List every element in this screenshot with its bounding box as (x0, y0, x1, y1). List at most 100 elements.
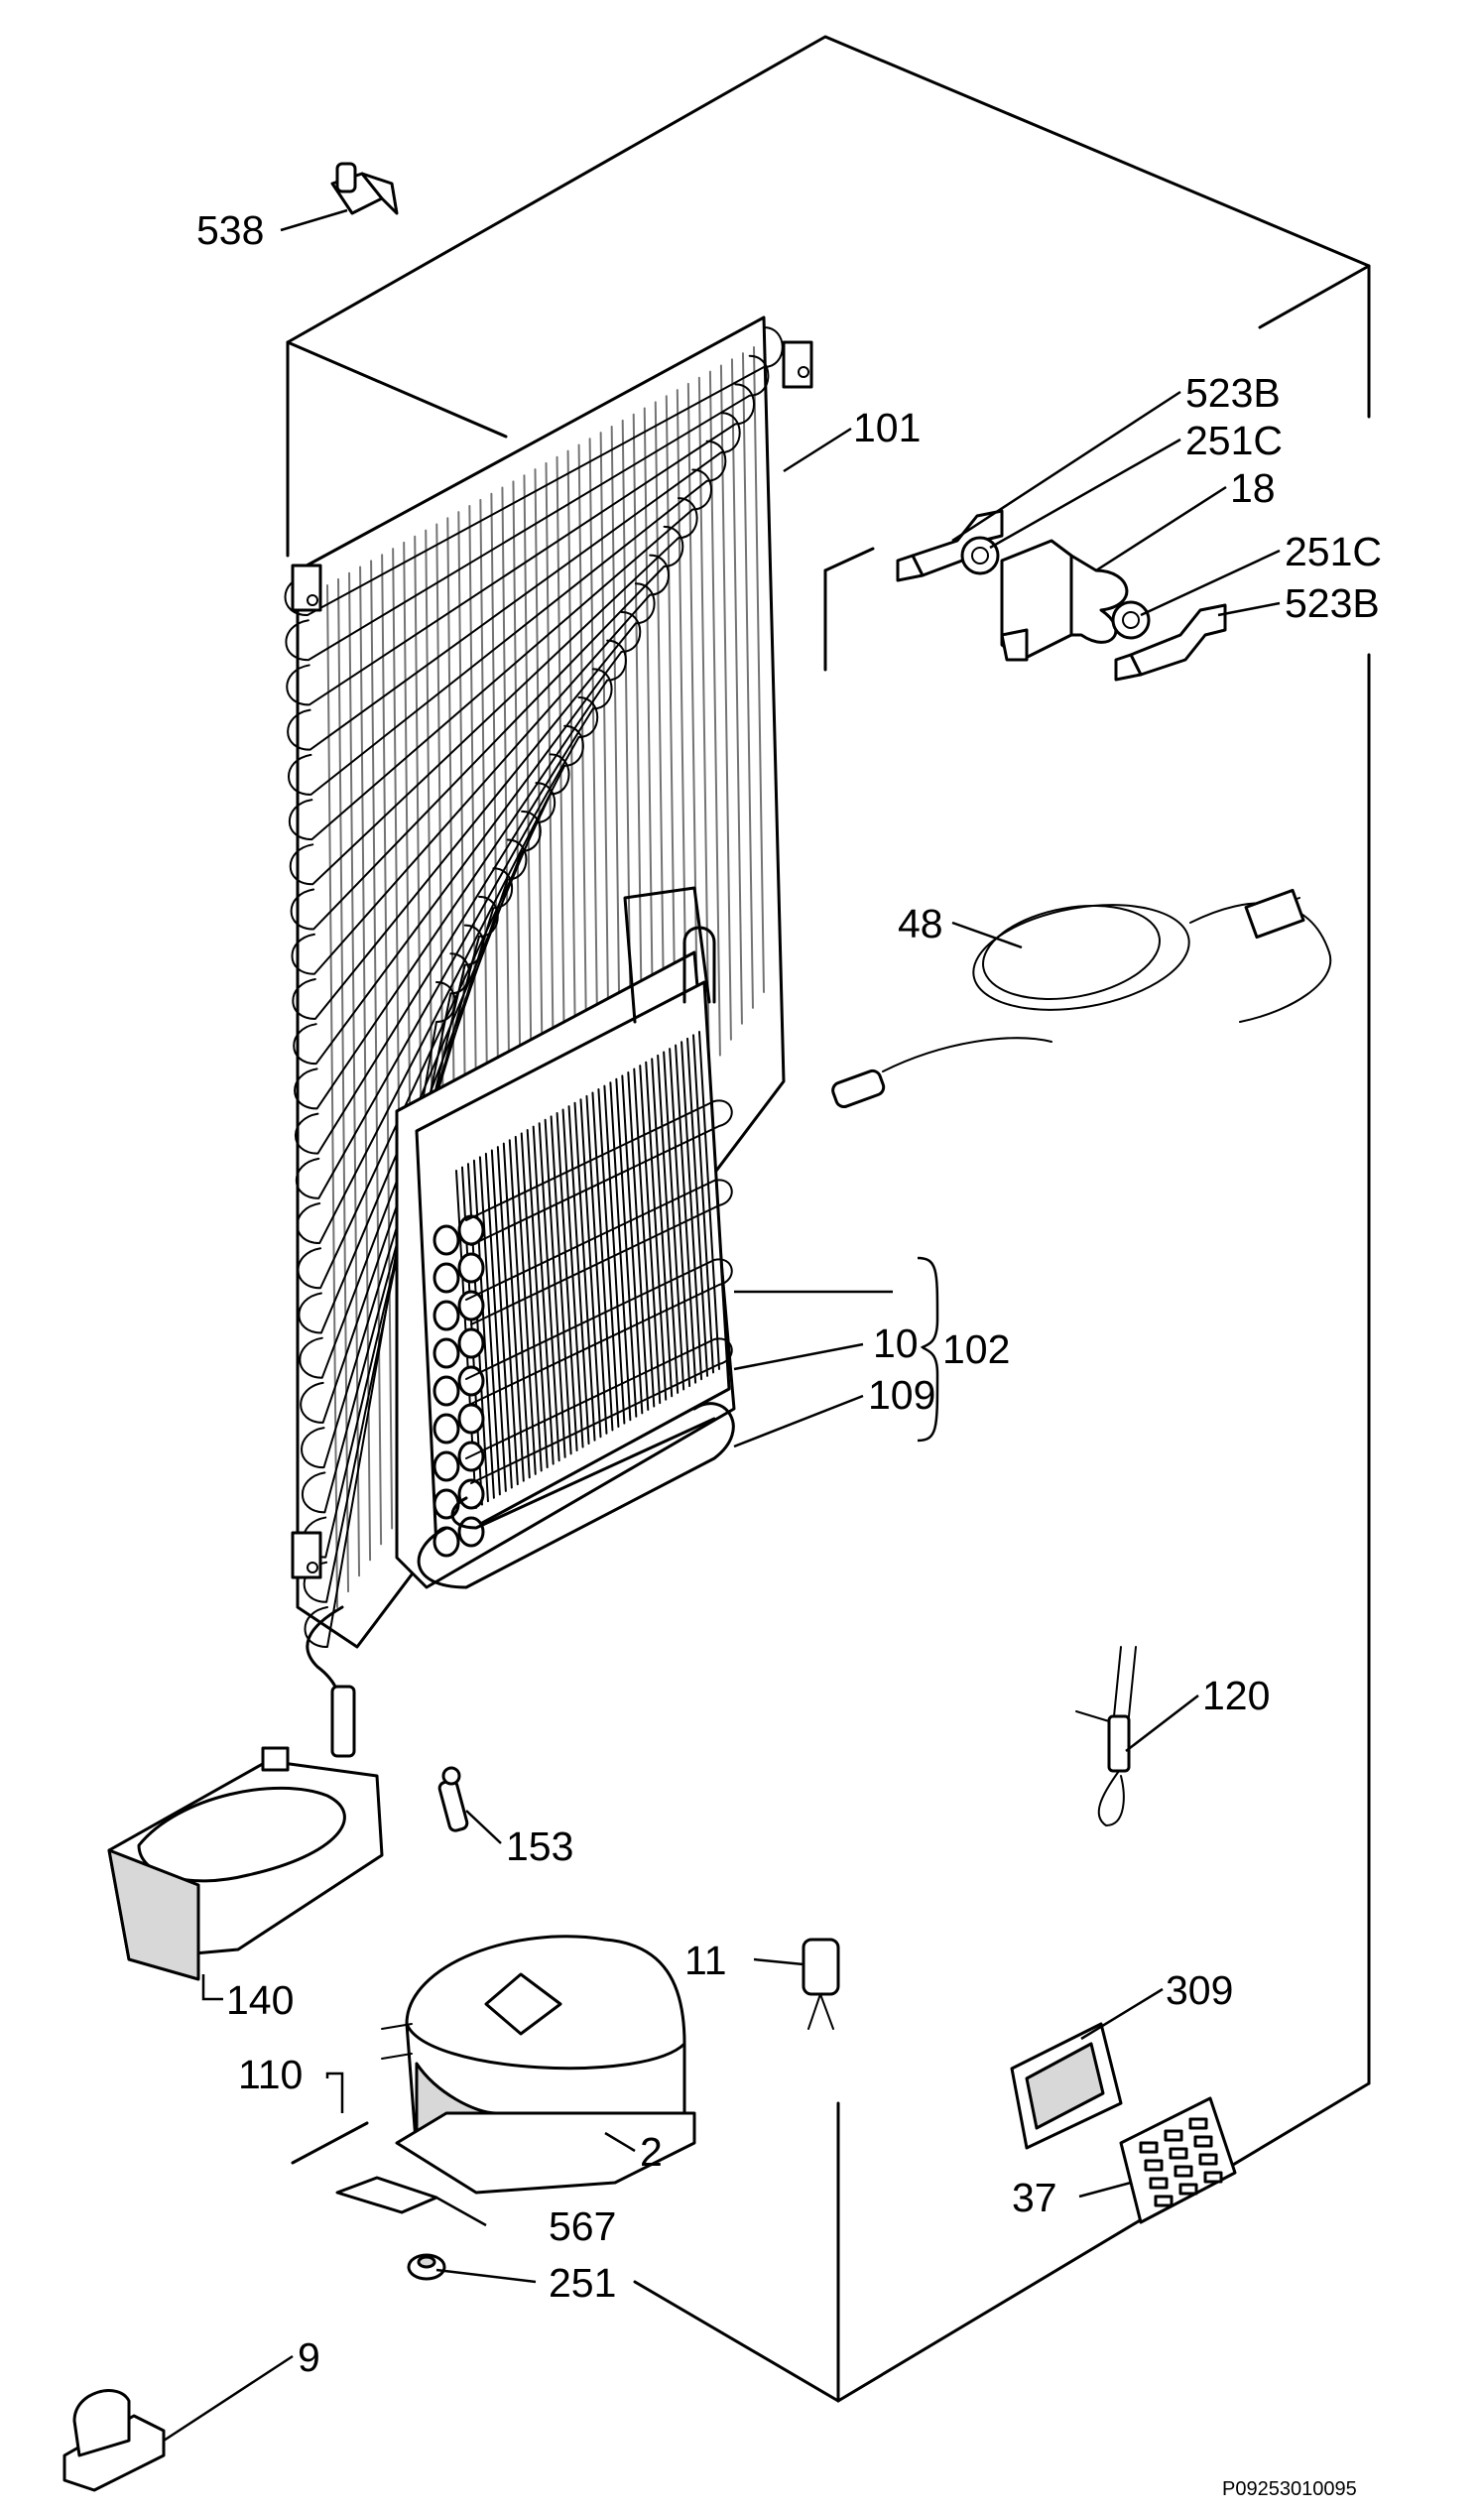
condenser-wire (741, 352, 754, 1009)
condenser-tube-loop (291, 554, 670, 975)
evaporator-coil-end (433, 1488, 460, 1520)
condenser-tube-loop (298, 782, 556, 1334)
label-140: 140 (226, 1977, 294, 2023)
evaporator-coil-end (457, 1516, 485, 1548)
drawing-code: P09253010095 (1222, 2478, 1357, 2500)
part-538-plug (330, 162, 399, 215)
part-110-rod (291, 2121, 369, 2165)
evaporator-fin (609, 1081, 632, 1422)
evaporator-fin (675, 1044, 697, 1384)
evaporator-fin (627, 1070, 650, 1411)
board-slot (1149, 2177, 1169, 2190)
evaporator-fin (550, 1115, 572, 1455)
evaporator-fin (567, 1105, 590, 1445)
condenser-wire (348, 571, 361, 1577)
part-523b-lower-bracket (1114, 603, 1227, 682)
evaporator-tube (465, 1258, 733, 1405)
condenser-wire (753, 346, 765, 993)
label-153: 153 (506, 1823, 573, 1869)
board-slot (1154, 2195, 1174, 2207)
evaporator-fin (508, 1139, 531, 1479)
evaporator-coil-end (433, 1337, 460, 1369)
evaporator-fin (645, 1061, 668, 1401)
board-slot (1174, 2165, 1193, 2178)
condenser-wire (359, 565, 372, 1562)
label-309: 309 (1166, 1967, 1233, 2013)
board-slot (1188, 2117, 1208, 2130)
condenser-tube-loop (286, 383, 756, 706)
evaporator-fin (514, 1135, 537, 1475)
part-48-cable (831, 888, 1332, 1109)
part-251c-lower-gear (1111, 600, 1151, 640)
part-18-fan-motor (1000, 539, 1129, 662)
evaporator-fin (621, 1074, 644, 1415)
label-251: 251 (549, 2260, 616, 2306)
evaporator-coil-end (433, 1224, 460, 1256)
evaporator-coil-end (433, 1300, 460, 1331)
evaporator-fin (544, 1118, 566, 1458)
evaporator-fin (520, 1132, 543, 1472)
label-9: 9 (298, 2334, 320, 2380)
label-18: 18 (1230, 465, 1276, 511)
evaporator-fin (478, 1156, 501, 1496)
condenser-tube-loop (297, 753, 570, 1290)
part-567-plate (335, 2176, 438, 2214)
label-251c-lower: 251C (1285, 529, 1382, 574)
evaporator-tube (465, 1337, 733, 1484)
part-11-connector (802, 1938, 840, 2030)
label-10: 10 (873, 1320, 919, 1366)
part-153-clip (437, 1766, 469, 1832)
evaporator-coil-end (457, 1252, 485, 1284)
evaporator-fin (573, 1101, 596, 1442)
label-109: 109 (868, 1372, 935, 1418)
board-slot (1198, 2153, 1218, 2166)
condenser-tube-loop (289, 497, 698, 886)
evaporator-fin (686, 1037, 709, 1377)
leader-lines (163, 208, 1281, 2443)
evaporator-coil-end (457, 1327, 485, 1359)
part-number-labels: 538 101 523B 251C 18 251C 523B 48 10 102… (196, 207, 1382, 2500)
evaporator-coil-end (457, 1403, 485, 1435)
evaporator-coil-end (457, 1478, 485, 1510)
evaporator-fin (692, 1034, 715, 1374)
board-slot (1169, 2147, 1188, 2160)
evaporator-fin (663, 1051, 685, 1391)
evaporator-fin (639, 1065, 662, 1405)
board-slot (1193, 2135, 1213, 2148)
label-101: 101 (853, 405, 921, 450)
condenser-wire (697, 376, 710, 1072)
label-523b-lower: 523B (1285, 580, 1380, 626)
label-251c-upper: 251C (1185, 418, 1283, 463)
part-120-sensor (1075, 1646, 1137, 1826)
board-slot (1144, 2159, 1164, 2172)
part-2-compressor (381, 1935, 696, 2195)
evaporator-fin (532, 1125, 555, 1465)
label-2: 2 (640, 2129, 663, 2175)
evaporator-fin (526, 1129, 549, 1469)
board-slot (1139, 2141, 1159, 2154)
evaporator-fin (657, 1054, 680, 1394)
evaporator-fin (698, 1031, 720, 1370)
condenser-tube-loop (285, 354, 770, 662)
evaporator-coil-end (457, 1290, 485, 1321)
evaporator-fin (556, 1111, 578, 1451)
evaporator-coil-end (433, 1375, 460, 1407)
evaporator-coil-end (433, 1262, 460, 1294)
condenser-tube-loop (295, 696, 599, 1199)
evaporator-coil-end (457, 1365, 485, 1397)
part-251c-upper-gear (960, 536, 1000, 575)
evaporator-tube (465, 1099, 733, 1246)
part-9-holder (62, 2389, 166, 2492)
label-48: 48 (898, 901, 943, 946)
condenser-wire (730, 358, 743, 1025)
part-140-drip-tray (107, 1746, 384, 1981)
part-37-board (1119, 2096, 1237, 2224)
condenser-wire (370, 560, 383, 1546)
label-110: 110 (238, 2052, 303, 2097)
evaporator-fin (651, 1058, 674, 1398)
board-slot (1203, 2171, 1223, 2184)
condenser-wire (719, 364, 732, 1041)
evaporator-fin (680, 1041, 703, 1381)
condenser-wire (708, 370, 721, 1057)
